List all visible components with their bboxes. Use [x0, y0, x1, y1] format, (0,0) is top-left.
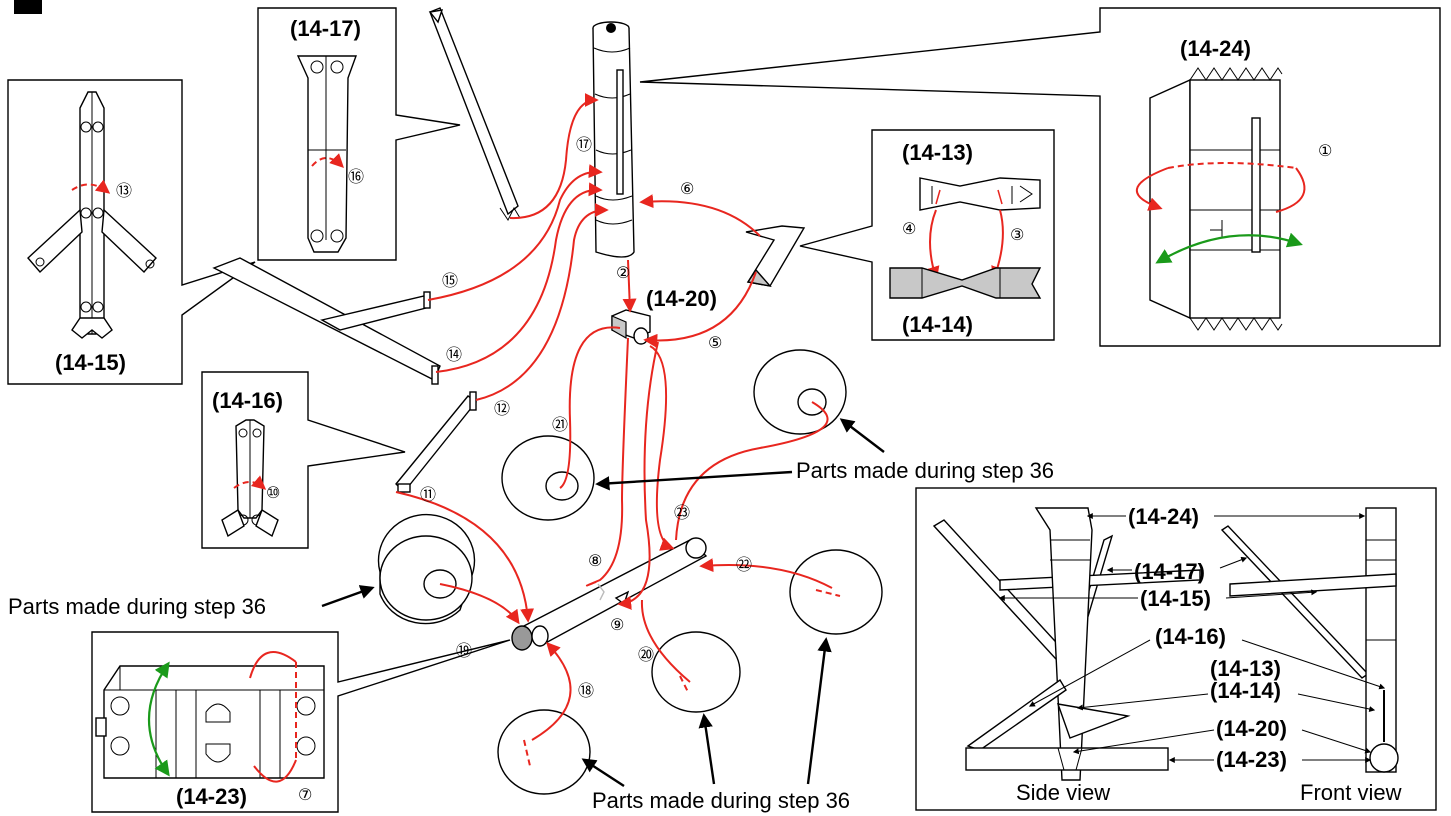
label-14-16: (14-16) — [212, 388, 283, 413]
step-1: ① — [1318, 141, 1332, 160]
step-3: ③ — [1010, 225, 1024, 244]
inset-14-23: (14-23) ⑦ — [92, 632, 510, 812]
view-label-14-17: (14-17) — [1134, 559, 1205, 584]
step-20: ⑳ — [638, 645, 654, 664]
step-15: ⑮ — [442, 271, 458, 290]
view-label-14-20: (14-20) — [1216, 716, 1287, 741]
label-14-24: (14-24) — [1180, 36, 1251, 61]
front-view-caption: Front view — [1300, 780, 1402, 805]
view-label-14-23: (14-23) — [1216, 747, 1287, 772]
label-14-13: (14-13) — [902, 140, 973, 165]
wheel-middle-upper — [502, 436, 594, 520]
step-16: ⑯ — [348, 167, 364, 186]
wheel-bottom-right — [790, 550, 882, 634]
label-14-17: (14-17) — [290, 16, 361, 41]
callout-step36-top: Parts made during step 36 — [796, 458, 1054, 483]
main-column-14-24 — [593, 22, 634, 257]
label-14-15: (14-15) — [55, 350, 126, 375]
inset-14-13-14-14: (14-13) ④ ③ (14-14) — [800, 130, 1054, 340]
inset-14-16: (14-16) ⑩ — [202, 372, 405, 548]
label-14-23: (14-23) — [176, 784, 247, 809]
step-19: ⑲ — [456, 641, 472, 660]
view-label-14-15: (14-15) — [1140, 586, 1211, 611]
page-corner-mark — [14, 0, 42, 14]
view-label-14-14: (14-14) — [1210, 678, 1281, 703]
step-23: ㉓ — [674, 503, 690, 522]
step-12: ⑫ — [494, 399, 510, 418]
view-label-14-24: (14-24) — [1128, 504, 1199, 529]
wheel-left-upper — [378, 515, 474, 624]
step-14: ⑭ — [446, 345, 462, 364]
step-6: ⑥ — [680, 179, 694, 198]
wheel-bottom-left — [498, 710, 590, 794]
step-7: ⑦ — [298, 785, 312, 804]
step-18: ⑱ — [578, 681, 594, 700]
views-box: Side view Front view (14-24) (14-17) (14… — [916, 488, 1436, 810]
callout-step36-bottom: Parts made during step 36 — [592, 788, 850, 813]
step-17: ⑰ — [576, 135, 592, 154]
callout-step36-left: Parts made during step 36 — [8, 594, 266, 619]
wheel-bottom-middle — [652, 632, 740, 712]
label-14-14: (14-14) — [902, 312, 973, 337]
step-8: ⑧ — [588, 551, 602, 570]
step-11: ⑪ — [420, 485, 436, 504]
step-13: ⑬ — [116, 181, 132, 200]
inset-14-15: (14-15) ⑬ — [8, 80, 255, 384]
step-5: ⑤ — [708, 333, 722, 352]
wheel-right-upper — [754, 350, 846, 434]
step-4: ④ — [902, 219, 916, 238]
step-9: ⑨ — [610, 615, 624, 634]
view-label-14-16: (14-16) — [1155, 624, 1226, 649]
step-21: ㉑ — [552, 415, 568, 434]
step-22: ㉒ — [736, 555, 752, 574]
step-2: ② — [616, 263, 630, 282]
axle-14-23 — [512, 538, 706, 650]
step-10: ⑩ — [266, 483, 280, 502]
side-view-caption: Side view — [1016, 780, 1110, 805]
label-14-20: (14-20) — [646, 286, 717, 311]
inset-14-17: (14-17) ⑯ — [258, 8, 460, 260]
